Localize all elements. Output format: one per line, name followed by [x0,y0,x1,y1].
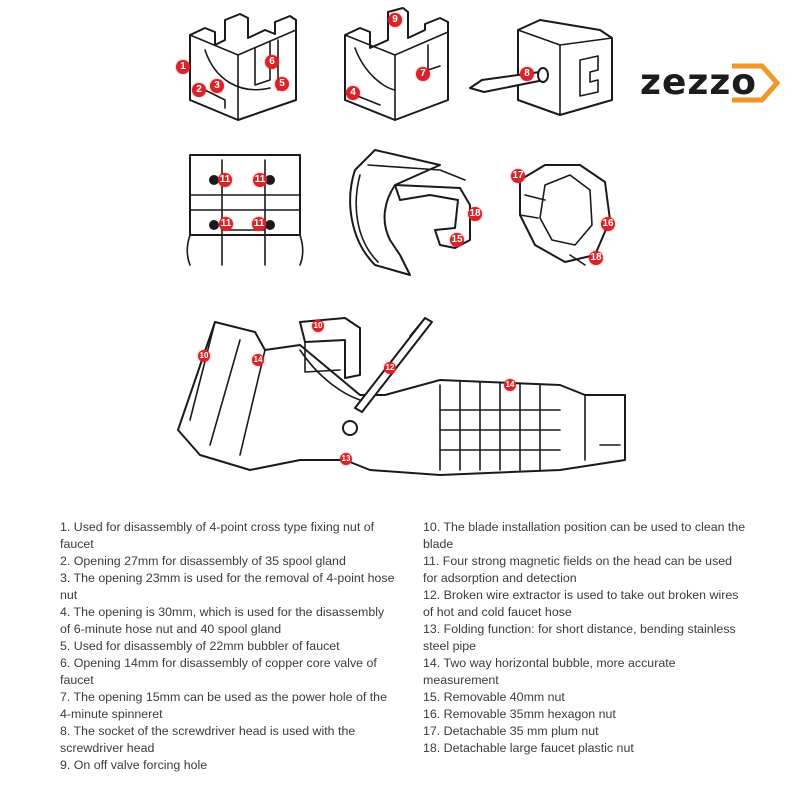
feature-item-4: 4. The opening is 30mm, which is used fo… [60,605,385,636]
badge-7: 7 [416,67,430,81]
badge-6: 6 [265,55,279,69]
feature-item-7: 7. The opening 15mm can be used as the p… [60,690,387,721]
square-socket-b-illustration [344,7,449,121]
badge-3: 3 [210,79,224,93]
feature-item-18: 18. Detachable large faucet plastic nut [423,741,634,755]
badge-5: 5 [275,77,289,91]
feature-item-11: 11. Four strong magnetic fields on the h… [423,554,733,585]
badge-11d: 11 [252,217,266,231]
magnetic-head-illustration [186,154,304,266]
hex-nut-adapter-illustration [519,164,611,266]
main-tool-body-illustration [177,317,626,476]
badge-12: 12 [384,362,396,374]
badge-1: 1 [176,60,190,74]
hexagon-logo-icon [732,63,780,103]
feature-item-17: 17. Detachable 35 mm plum nut [423,724,599,738]
badge-10a: 10 [312,320,324,332]
badge-15: 15 [450,233,464,247]
badge-9: 9 [388,13,402,27]
badge-17: 17 [511,169,525,183]
feature-item-9: 9. On off valve forcing hole [60,758,208,772]
feature-item-12: 12. Broken wire extractor is used to tak… [423,588,739,619]
feature-item-14: 14. Two way horizontal bubble, more accu… [423,656,676,687]
badge-11c: 11 [219,217,233,231]
feature-item-5: 5. Used for disassembly of 22mm bubbler … [60,639,340,653]
badge-11a: 11 [218,173,232,187]
badge-14b: 14 [504,379,516,391]
badge-16: 16 [601,217,615,231]
brand-logo: zezzo [640,58,780,108]
badge-11b: 11 [253,173,267,187]
feature-item-8: 8. The socket of the screwdriver head is… [60,724,356,755]
feature-item-2: 2. Opening 27mm for disassembly of 35 sp… [60,554,346,568]
round-nut-adapter-illustration [349,149,471,276]
feature-item-13: 13. Folding function: for short distance… [423,622,736,653]
feature-item-3: 3. The opening 23mm is used for the remo… [60,571,395,602]
badge-18a: 18 [468,207,482,221]
feature-list-left: 1. Used for disassembly of 4-point cross… [60,519,395,774]
badge-8: 8 [520,67,534,81]
badge-10b: 10 [198,350,210,362]
feature-item-15: 15. Removable 40mm nut [423,690,565,704]
badge-2: 2 [192,83,206,97]
screwdriver-socket-illustration [469,19,613,116]
feature-item-10: 10. The blade installation position can … [423,520,746,551]
badge-13: 13 [340,453,352,465]
feature-item-16: 16. Removable 35mm hexagon nut [423,707,616,721]
badge-4: 4 [346,86,360,100]
feature-list-right: 10. The blade installation position can … [423,519,748,757]
square-socket-a-illustration [189,13,297,121]
tool-diagram [177,7,626,476]
brand-logo-text: zezzo [640,62,758,103]
badge-18b: 18 [589,251,603,265]
badge-14a: 14 [252,354,264,366]
feature-item-6: 6. Opening 14mm for disassembly of coppe… [60,656,377,687]
feature-item-1: 1. Used for disassembly of 4-point cross… [60,520,375,551]
